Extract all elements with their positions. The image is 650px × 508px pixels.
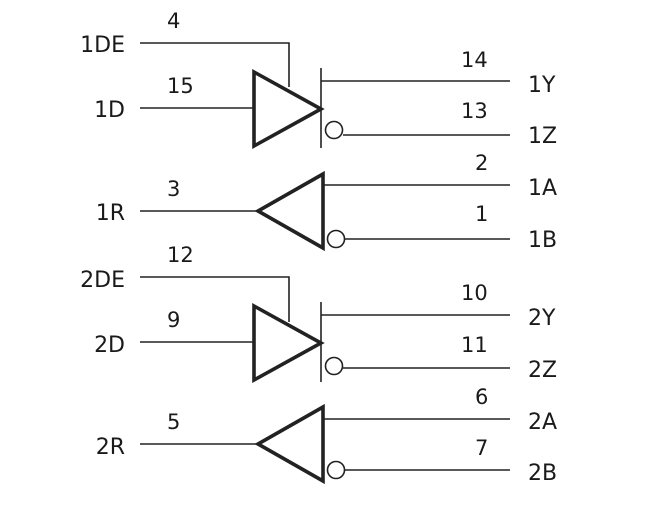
de1-label: 1DE (80, 33, 125, 58)
de1-wire (140, 42, 290, 87)
b2-label: 2B (528, 461, 557, 486)
z2-inversion-bubble (324, 356, 344, 376)
de2-pin: 12 (167, 243, 194, 267)
driver-1-triangle (252, 68, 325, 150)
b2-pin: 7 (475, 436, 488, 460)
r2-pin: 5 (167, 410, 180, 434)
y2-pin: 10 (461, 281, 488, 305)
b2-inversion-bubble (326, 460, 346, 480)
driver-2-triangle (252, 302, 325, 384)
r2-label: 2R (96, 435, 125, 460)
d2-label: 2D (94, 333, 125, 358)
a2-label: 2A (528, 410, 557, 435)
a1-pin: 2 (475, 151, 488, 175)
z1-pin: 13 (461, 99, 488, 123)
de1-pin: 4 (167, 9, 180, 33)
y1-pin: 14 (461, 48, 488, 72)
receiver-1: 1R 3 2 1A 1 1B (96, 151, 557, 253)
d1-label: 1D (94, 98, 125, 123)
r1-pin: 3 (167, 177, 180, 201)
de2-label: 2DE (80, 268, 125, 293)
driver-2: 2DE 12 2D 9 10 2Y 11 2Z (80, 243, 557, 384)
receiver-1-triangle (254, 170, 325, 252)
receiver-2-triangle (254, 403, 325, 485)
a2-pin: 6 (475, 385, 488, 409)
z2-pin: 11 (461, 333, 488, 357)
b1-pin: 1 (475, 202, 488, 226)
y2-label: 2Y (528, 306, 556, 331)
a1-label: 1A (528, 176, 557, 201)
receiver-2: 2R 5 6 2A 7 2B (96, 385, 557, 486)
d2-pin: 9 (167, 308, 180, 332)
b1-inversion-bubble (326, 229, 346, 249)
z1-label: 1Z (528, 124, 557, 149)
de2-wire (140, 276, 290, 322)
r1-label: 1R (96, 201, 125, 226)
y1-label: 1Y (528, 73, 556, 98)
b1-label: 1B (528, 228, 557, 253)
d1-pin: 15 (167, 74, 194, 98)
driver-1: 1DE 4 1D 15 14 1Y 13 1Z (80, 9, 557, 150)
z1-inversion-bubble (324, 120, 344, 140)
z2-label: 2Z (528, 358, 557, 383)
